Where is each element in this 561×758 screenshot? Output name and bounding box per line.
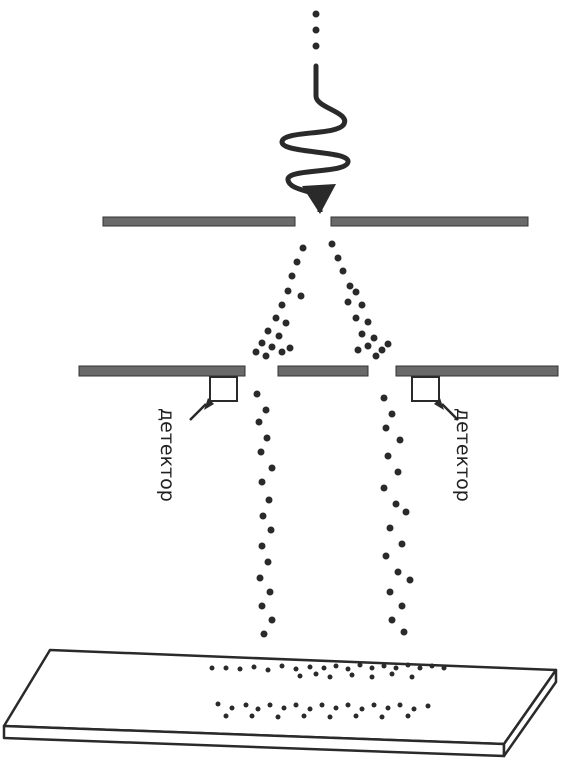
detector-right: [411, 376, 459, 421]
incoming-particles: [312, 10, 320, 50]
double-slit-plate: [78, 365, 559, 377]
impact-pattern: [209, 662, 447, 720]
detection-screen: [2, 648, 558, 758]
detector-label-right: детектор: [452, 408, 474, 502]
right-beam-particles: [380, 394, 414, 636]
detector-left: [189, 376, 238, 421]
detector-label-left: детектор: [156, 408, 178, 502]
single-slit-plate: [102, 216, 529, 227]
wavy-arrow-icon: [279, 63, 351, 214]
left-beam-particles: [253, 390, 276, 638]
particles-between-plates: [252, 240, 392, 360]
